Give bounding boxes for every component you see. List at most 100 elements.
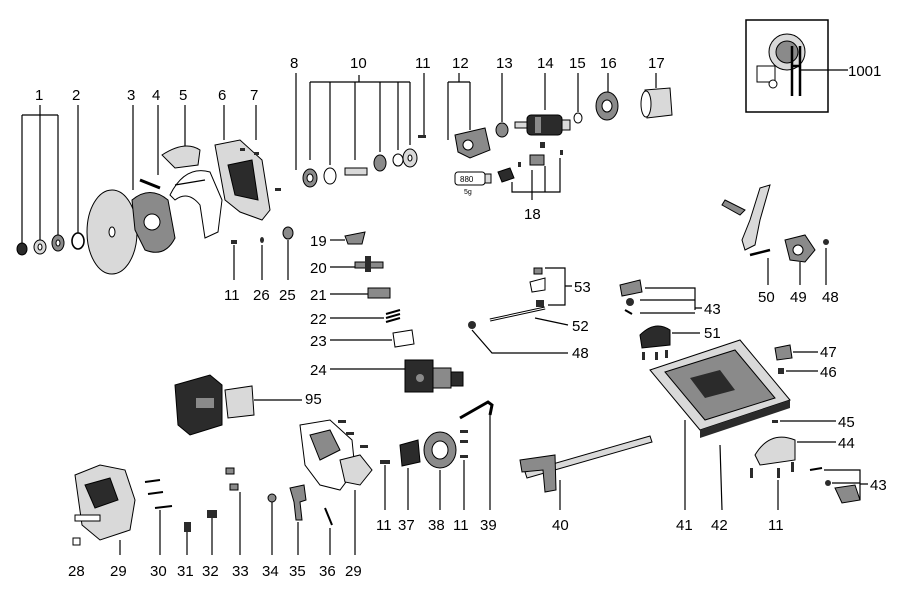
label-24: 24 xyxy=(310,362,327,379)
label-18: 18 xyxy=(524,206,541,223)
label-35: 35 xyxy=(289,563,306,580)
inset-box-1001 xyxy=(745,19,848,113)
knob-47 xyxy=(774,344,793,361)
label-10: 10 xyxy=(350,55,367,72)
sticker-23 xyxy=(392,329,415,348)
label-28: 28 xyxy=(68,563,85,580)
grease-tube-text: 880 xyxy=(460,175,474,184)
screws-lower xyxy=(750,462,794,478)
label-1: 1 xyxy=(35,87,43,104)
label-25: 25 xyxy=(279,287,296,304)
label-30: 30 xyxy=(150,563,167,580)
blade-guard-51 xyxy=(639,325,671,360)
battery-pack xyxy=(174,374,255,436)
grease-tube: 880 5g xyxy=(454,171,492,196)
lower-blade-guard xyxy=(131,178,176,253)
parts-33 xyxy=(225,467,239,491)
hex-key xyxy=(459,400,494,420)
label-19: 19 xyxy=(310,233,327,250)
motor-housing-left-29 xyxy=(74,464,136,541)
fan-housing-38 xyxy=(423,431,457,469)
rip-fence-40 xyxy=(519,435,653,493)
label-32: 32 xyxy=(202,563,219,580)
label-43-a: 43 xyxy=(704,301,721,318)
motor-housing-29 xyxy=(299,419,373,491)
label-52: 52 xyxy=(572,318,589,335)
label-11-b: 11 xyxy=(415,55,431,72)
parts-43-upper xyxy=(619,279,643,315)
leader-lines-1 xyxy=(21,105,59,245)
motor-guard-housing xyxy=(214,139,281,221)
label-39: 39 xyxy=(480,517,497,534)
label-13: 13 xyxy=(496,55,513,72)
label-11-c: 11 xyxy=(376,517,392,534)
label-5: 5 xyxy=(179,87,187,104)
label-11-a: 11 xyxy=(224,287,240,304)
label-40: 40 xyxy=(552,517,569,534)
label-14: 14 xyxy=(537,55,554,72)
label-50: 50 xyxy=(758,289,775,306)
spring-parts-53 xyxy=(529,267,546,307)
label-16: 16 xyxy=(600,55,617,72)
flange-washer xyxy=(71,232,85,250)
grease-amount-text: 5g xyxy=(464,189,472,196)
label-38: 38 xyxy=(428,517,445,534)
lever-35 xyxy=(289,484,307,521)
label-49: 49 xyxy=(790,289,807,306)
label-11-e: 11 xyxy=(768,517,784,534)
label-11-d: 11 xyxy=(453,517,469,534)
guard-44 xyxy=(754,436,796,466)
label-34: 34 xyxy=(262,563,279,580)
label-4: 4 xyxy=(152,87,160,104)
label-21: 21 xyxy=(310,287,327,304)
stator-17 xyxy=(640,87,673,119)
label-8: 8 xyxy=(290,55,298,72)
parts-43-lower xyxy=(809,467,861,504)
label-48-a: 48 xyxy=(572,345,589,362)
fan-16 xyxy=(595,91,619,121)
bearing-shaft-parts xyxy=(302,148,418,188)
blade-nut-parts xyxy=(16,234,65,256)
base-plate-41 xyxy=(649,339,791,438)
label-17: 17 xyxy=(648,55,665,72)
label-41: 41 xyxy=(676,517,693,534)
label-15: 15 xyxy=(569,55,586,72)
armature-rotor xyxy=(514,114,571,136)
label-20: 20 xyxy=(310,260,327,277)
label-2: 2 xyxy=(72,87,80,104)
label-47: 47 xyxy=(820,344,837,361)
label-6: 6 xyxy=(218,87,226,104)
label-48-b: 48 xyxy=(822,289,839,306)
switch-20 xyxy=(354,256,384,272)
label-29-a: 29 xyxy=(110,563,127,580)
label-43-b: 43 xyxy=(870,477,887,494)
saw-blade xyxy=(86,189,138,275)
label-46: 46 xyxy=(820,364,837,381)
label-37: 37 xyxy=(398,517,415,534)
label-7: 7 xyxy=(250,87,258,104)
label-33: 33 xyxy=(232,563,249,580)
label-3: 3 xyxy=(127,87,135,104)
label-51: 51 xyxy=(704,325,721,342)
label-95: 95 xyxy=(305,391,322,408)
label-31: 31 xyxy=(177,563,194,580)
upper-blade-guard xyxy=(161,145,223,239)
trigger-21 xyxy=(367,287,391,299)
label-44: 44 xyxy=(838,435,855,452)
label-1001: 1001 xyxy=(848,63,881,80)
gear-housing xyxy=(454,127,491,159)
label-53: 53 xyxy=(574,279,591,296)
part-37 xyxy=(399,439,421,467)
lock-button-19 xyxy=(344,231,366,245)
label-22: 22 xyxy=(310,311,327,328)
bearing-13 xyxy=(495,122,509,138)
angle-bracket-49 xyxy=(721,184,816,263)
brush-holder-parts xyxy=(497,142,563,183)
screws-11-d xyxy=(460,430,468,458)
screws-30 xyxy=(144,479,173,509)
label-45: 45 xyxy=(838,414,855,431)
label-42: 42 xyxy=(711,517,728,534)
label-36: 36 xyxy=(319,563,336,580)
label-23: 23 xyxy=(310,333,327,350)
